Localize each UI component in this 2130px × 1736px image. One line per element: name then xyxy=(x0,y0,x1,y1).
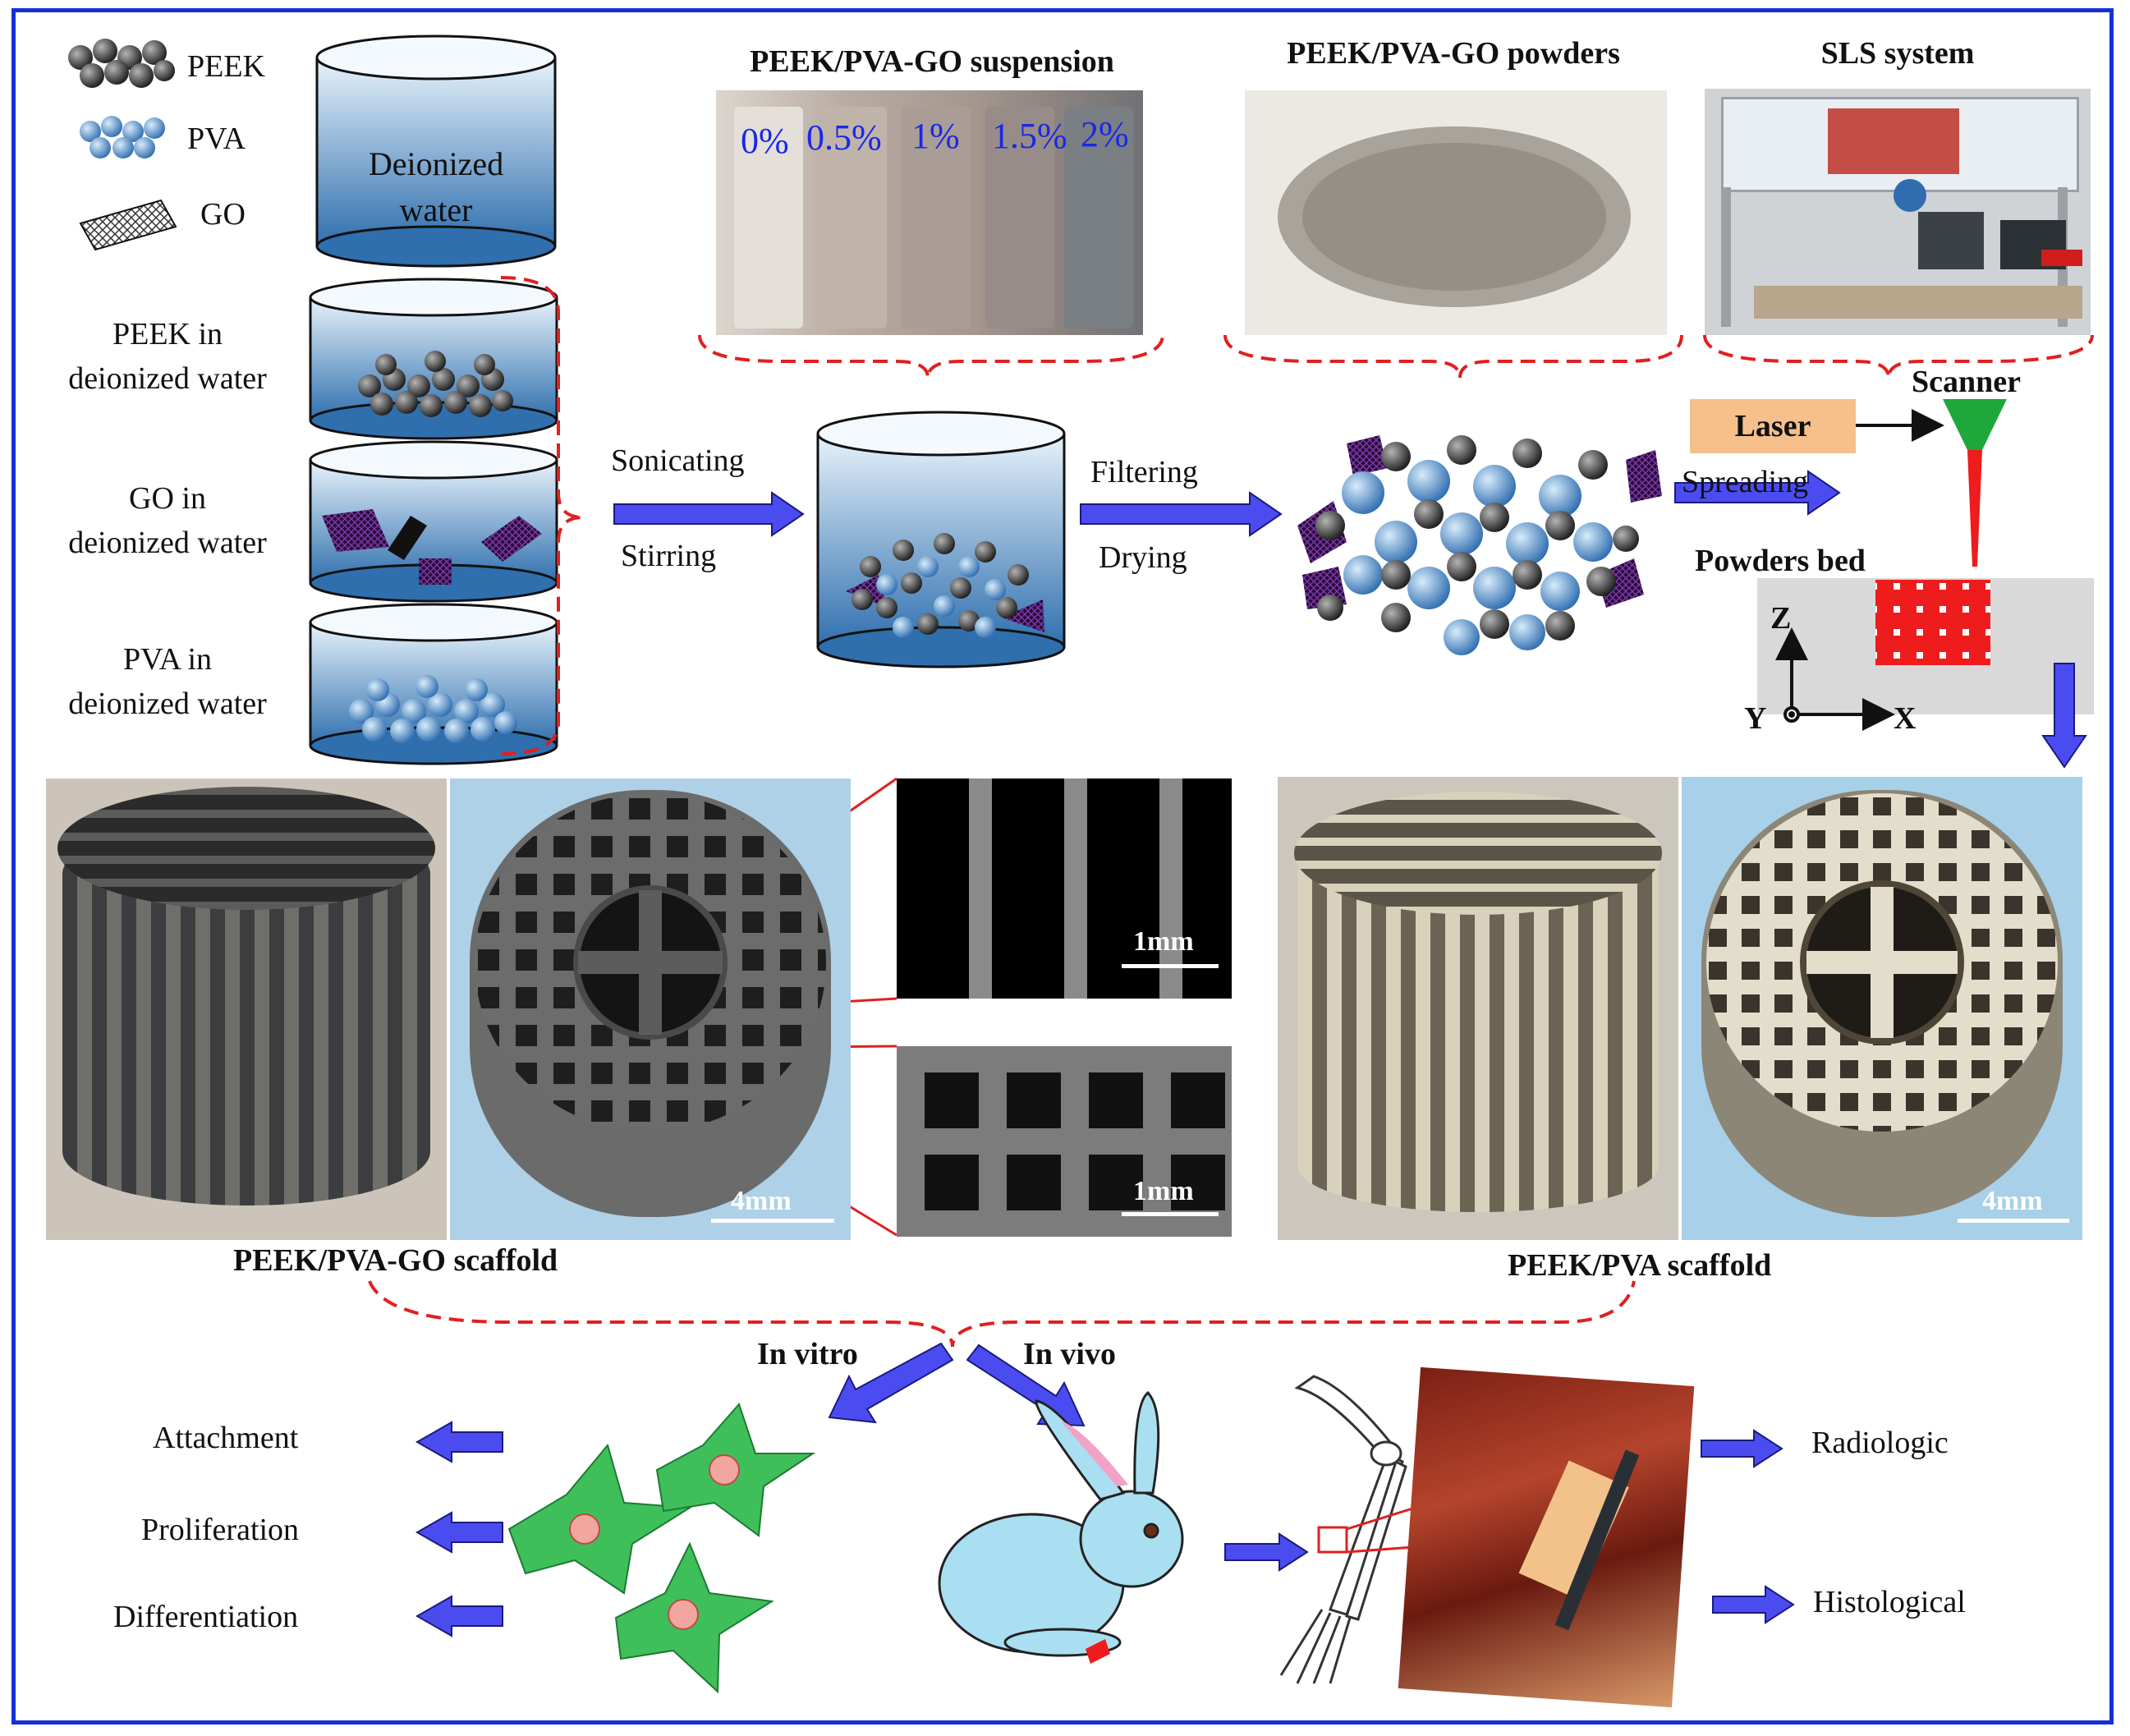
powders-photo xyxy=(1245,90,1667,335)
spreading-arrow xyxy=(1674,470,1841,516)
axes-icon xyxy=(1775,627,1895,731)
attachment-label: Attachment xyxy=(153,1421,299,1455)
left-arrows xyxy=(415,1421,503,1637)
go-beaker xyxy=(309,440,558,603)
histological-label: Histological xyxy=(1813,1585,1966,1619)
legend-peek-label: PEEK xyxy=(187,49,265,84)
go-scaffold-scale-bar xyxy=(711,1219,834,1223)
rabbit-to-bone-arrow xyxy=(1224,1532,1309,1572)
radiologic-label: Radiologic xyxy=(1811,1426,1949,1460)
sonicating-label: Sonicating xyxy=(611,443,745,478)
filtering-arrow xyxy=(1080,491,1283,537)
go-beaker-label: GO in deionized water xyxy=(68,481,267,560)
zoom-top-scale-bar xyxy=(1122,964,1219,968)
figure-frame xyxy=(11,8,2114,1725)
sls-photo-brace xyxy=(1703,334,2094,379)
scaffold-group-brace xyxy=(368,1280,1636,1348)
go-scaffold-side-photo xyxy=(46,778,447,1240)
powders-photo-brace xyxy=(1223,334,1683,379)
axis-y-label: Y xyxy=(1744,701,1767,736)
zoom-side-scale-bar xyxy=(1122,1212,1219,1216)
pva-scaffold-scale-label: 4mm xyxy=(1982,1186,2043,1216)
beaker-group-brace xyxy=(500,276,584,755)
differentiation-label: Differentiation xyxy=(113,1600,299,1634)
deionized-water-label: Deionized water xyxy=(368,145,504,228)
legend-pva-label: PVA xyxy=(187,122,246,156)
go-legend-icon xyxy=(79,199,177,251)
composite-powder-particles xyxy=(1297,435,1662,655)
go-scaffold-label: PEEK/PVA-GO scaffold xyxy=(233,1243,558,1278)
pva-beaker xyxy=(309,603,558,765)
filtering-label: Filtering xyxy=(1090,455,1198,489)
suspension-photo xyxy=(716,90,1143,335)
cell-icons xyxy=(507,1403,816,1694)
laser-box xyxy=(1690,399,1856,453)
peek-beaker xyxy=(309,278,558,440)
spreading-label: Spreading xyxy=(1682,465,1809,499)
laser-label: Laser xyxy=(1734,409,1811,443)
legend-go-label: GO xyxy=(200,197,246,232)
deionized-water-beaker xyxy=(315,34,557,268)
axis-x-label: X xyxy=(1894,701,1917,736)
sonicating-arrow xyxy=(613,491,805,537)
scanner-label: Scanner xyxy=(1912,365,2021,399)
pva-scaffold-label: PEEK/PVA scaffold xyxy=(1508,1248,1772,1283)
peek-legend-icon xyxy=(68,39,175,88)
proliferation-label: Proliferation xyxy=(141,1513,300,1547)
sls-system-photo xyxy=(1705,89,2091,335)
suspension-label-1-5: 1.5% xyxy=(992,116,1067,156)
zoom-side-scale-label: 1mm xyxy=(1133,1176,1194,1206)
suspension-label-1: 1% xyxy=(911,116,960,156)
pva-legend-icon xyxy=(80,116,165,158)
scanner-head xyxy=(1943,399,2007,450)
go-scaffold-scale-label: 4mm xyxy=(731,1186,792,1216)
radiologic-arrow xyxy=(1701,1429,1783,1468)
printed-part xyxy=(1875,580,1990,665)
mixing-beaker xyxy=(816,411,1066,668)
suspension-label-0: 0% xyxy=(741,121,789,161)
zoom-top-scale-label: 1mm xyxy=(1133,926,1194,957)
suspension-label-0-5: 0.5% xyxy=(806,117,882,158)
pva-beaker-label: PVA in deionized water xyxy=(68,642,267,721)
stirring-label: Stirring xyxy=(621,539,717,573)
in-vitro-label: In vitro xyxy=(757,1337,858,1371)
surgery-photo xyxy=(1398,1366,1695,1708)
suspension-title: PEEK/PVA-GO suspension xyxy=(750,44,1114,79)
axis-z-label: Z xyxy=(1770,601,1792,636)
histological-arrow xyxy=(1712,1585,1795,1624)
rabbit-illustration xyxy=(938,1390,1184,1664)
go-scaffold-zoom-side-photo xyxy=(897,1046,1232,1237)
pva-scaffold-top-photo xyxy=(1682,777,2082,1240)
peek-beaker-label: PEEK in deionized water xyxy=(68,317,267,396)
defect-site-box xyxy=(1317,1526,1348,1554)
leg-bone-sketch xyxy=(1279,1375,1407,1684)
suspension-photo-brace xyxy=(698,334,1164,379)
scanner-beam xyxy=(1967,450,1982,567)
pva-scaffold-scale-bar xyxy=(1958,1219,2069,1223)
in-vivo-label: In vivo xyxy=(1023,1337,1116,1371)
in-vitro-arrow xyxy=(828,1342,954,1424)
down-arrow xyxy=(2041,663,2087,769)
go-scaffold-zoom-top-photo xyxy=(897,778,1232,999)
suspension-label-2: 2% xyxy=(1081,114,1129,154)
go-scaffold-top-photo xyxy=(450,778,851,1240)
powders-title: PEEK/PVA-GO powders xyxy=(1287,36,1620,71)
pva-scaffold-side-photo xyxy=(1278,777,1678,1240)
drying-label: Drying xyxy=(1099,540,1187,575)
powders-bed-label: Powders bed xyxy=(1695,544,1866,578)
sls-system-title: SLS system xyxy=(1820,36,1975,71)
